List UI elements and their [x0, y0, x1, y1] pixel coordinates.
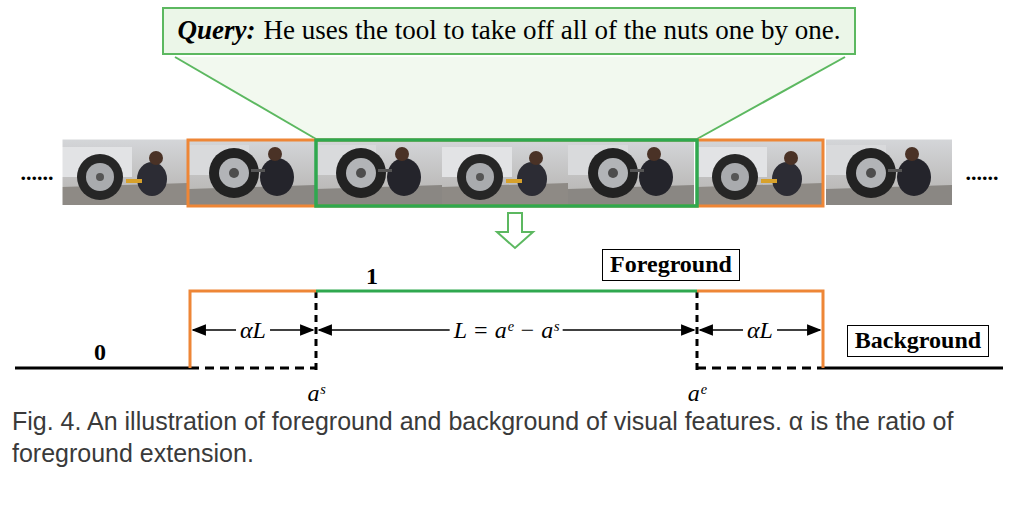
ground-truth-window [316, 140, 697, 206]
node-heading: Foreground [610, 251, 732, 277]
foreground-level [316, 290, 697, 293]
dimension-label: αL [236, 317, 270, 343]
video-frame [568, 139, 694, 205]
level-value: 0 [94, 339, 106, 365]
ellipsis: ...... [21, 161, 54, 185]
ellipsis: ...... [966, 161, 999, 185]
dashed-level [190, 367, 316, 370]
dimension-label: L = aᵉ − aˢ [450, 317, 563, 343]
dashed-level [697, 367, 823, 370]
video-frame [62, 139, 188, 205]
node-heading: Query: [178, 15, 256, 45]
down-arrow [497, 213, 533, 248]
leader-line [175, 57, 316, 139]
node-heading: Background [855, 327, 981, 353]
dashed-boundary [315, 291, 318, 372]
video-frame [442, 139, 568, 205]
leader-line [697, 57, 845, 139]
foreground-box: Foreground [602, 249, 740, 281]
level-value: 1 [366, 263, 378, 289]
figure-caption: Fig. 4. An illustration of foreground an… [12, 406, 1012, 470]
video-frame [189, 139, 315, 205]
video-frame [316, 139, 442, 205]
background-level [15, 367, 190, 370]
frame-strip [62, 139, 955, 206]
dashed-boundary [696, 291, 699, 372]
extended-window [188, 140, 823, 206]
background-level [823, 367, 1003, 370]
boundary-label: aᵉ [688, 380, 706, 406]
extension-step [697, 291, 823, 368]
query-box: Query: He uses the tool to take off all o… [162, 7, 857, 54]
dimension-label: αL [743, 317, 777, 343]
background-box: Background [847, 325, 989, 357]
video-frame [697, 139, 823, 205]
video-frame [826, 139, 952, 205]
boundary-label: aˢ [307, 380, 324, 406]
extension-step [190, 291, 316, 368]
callout-pointer [175, 57, 845, 139]
node-text: He uses the tool to take off all of the … [264, 15, 841, 45]
